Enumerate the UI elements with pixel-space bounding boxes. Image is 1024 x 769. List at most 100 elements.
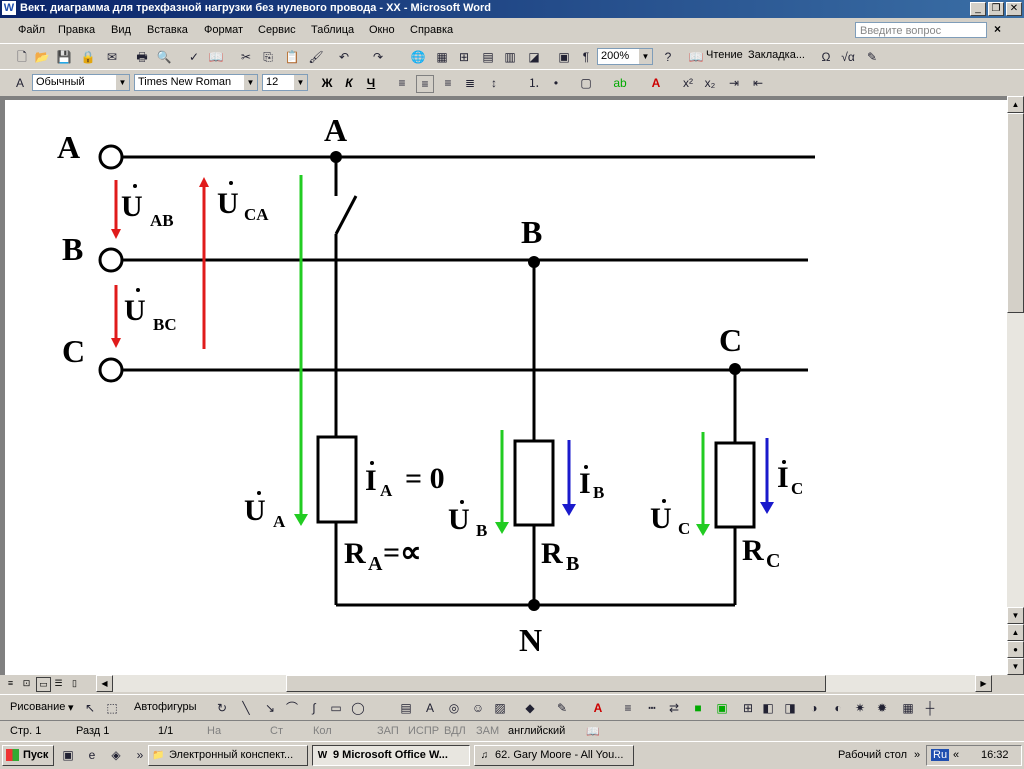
document-page[interactable]: A B C A B C N U AB U BC U CA bbox=[5, 100, 1008, 675]
fill-color-icon[interactable]: ◆ bbox=[525, 701, 535, 715]
oval-tool-icon[interactable]: ◯ bbox=[351, 701, 365, 715]
document-close-icon[interactable]: × bbox=[994, 22, 1002, 36]
line-spacing-icon[interactable]: ↕ bbox=[491, 76, 497, 90]
align-left-icon[interactable]: ≡ bbox=[398, 76, 406, 90]
bold-button[interactable]: Ж bbox=[321, 76, 333, 90]
tables-borders-icon[interactable]: ▦ bbox=[436, 50, 448, 64]
numbering-icon[interactable]: ⒈ bbox=[527, 76, 540, 90]
status-extend[interactable]: ВДЛ bbox=[444, 725, 466, 737]
quicklaunch-app-icon[interactable]: ◈ bbox=[111, 748, 121, 762]
hyperlink-icon[interactable]: 🌐 bbox=[410, 50, 426, 64]
reading-view-icon[interactable]: ▯ bbox=[72, 678, 77, 688]
research-icon[interactable]: 📖 bbox=[208, 50, 224, 64]
menu-window[interactable]: Окно bbox=[369, 24, 395, 36]
start-button[interactable]: Пуск bbox=[2, 745, 54, 766]
brightness-icon[interactable]: ✷ bbox=[854, 701, 866, 715]
desktop-toolbar-label[interactable]: Рабочий стол bbox=[838, 749, 908, 761]
menu-help[interactable]: Справка bbox=[410, 24, 454, 36]
read-button[interactable]: Чтение bbox=[706, 49, 743, 61]
omega-symbol-icon[interactable]: Ω bbox=[821, 50, 831, 64]
print-icon[interactable]: 🖶 bbox=[136, 50, 148, 64]
task-explorer[interactable]: 📁Электронный конспект... bbox=[148, 745, 308, 766]
diagram-icon[interactable]: ◎ bbox=[448, 701, 460, 715]
new-document-icon[interactable]: 🗋 bbox=[17, 50, 27, 64]
copy-icon[interactable]: ⎘ bbox=[263, 50, 273, 64]
increase-indent-icon[interactable]: ⇥ bbox=[728, 76, 740, 90]
next-page-button[interactable]: ▼ bbox=[1007, 658, 1024, 675]
read-icon[interactable]: 📖 bbox=[688, 50, 704, 64]
order-icon[interactable]: ◧ bbox=[762, 701, 774, 715]
scroll-right-button[interactable]: ▶ bbox=[975, 675, 992, 692]
desktop-chevron-icon[interactable]: » bbox=[914, 749, 921, 761]
font-select[interactable]: Times New Roman▼ bbox=[134, 74, 258, 91]
help-icon[interactable]: ? bbox=[664, 50, 672, 64]
insert-table-icon[interactable]: ⊞ bbox=[458, 50, 470, 64]
show-desktop-icon[interactable]: ▣ bbox=[62, 748, 74, 762]
crop-icon[interactable]: ▦ bbox=[902, 701, 914, 715]
3d-style-icon[interactable]: ▣ bbox=[716, 701, 728, 715]
vertical-scroll-thumb[interactable] bbox=[1007, 113, 1024, 313]
dash-style-icon[interactable]: ┅ bbox=[648, 701, 656, 715]
freeform-tool-icon[interactable]: ∫ bbox=[312, 701, 316, 715]
styles-pane-icon[interactable]: A bbox=[15, 76, 24, 90]
clipart-icon[interactable]: ☺ bbox=[471, 701, 485, 715]
minimize-button[interactable]: _ bbox=[970, 2, 986, 16]
redo-icon[interactable]: ↷ bbox=[372, 50, 384, 64]
ask-question-input[interactable]: Введите вопрос bbox=[855, 22, 987, 38]
web-view-icon[interactable]: ⊡ bbox=[22, 678, 31, 688]
shadow-style-icon[interactable]: ■ bbox=[694, 701, 702, 715]
autoshapes-menu-button[interactable]: Автофигуры bbox=[134, 701, 197, 713]
close-button[interactable]: ✕ bbox=[1006, 2, 1022, 16]
decrease-indent-icon[interactable]: ⇤ bbox=[752, 76, 764, 90]
menu-file[interactable]: Файл bbox=[18, 24, 46, 36]
paste-icon[interactable]: 📋 bbox=[284, 50, 300, 64]
horizontal-scroll-thumb[interactable] bbox=[286, 675, 826, 692]
show-hide-icon[interactable]: ¶ bbox=[582, 50, 590, 64]
menu-insert[interactable]: Вставка bbox=[147, 24, 188, 36]
align-right-icon[interactable]: ≡ bbox=[444, 76, 452, 90]
open-icon[interactable]: 📂 bbox=[34, 50, 50, 64]
tray-arrow-icon[interactable]: « bbox=[953, 749, 960, 761]
horizontal-scrollbar[interactable]: ◀ ▶ bbox=[96, 675, 992, 692]
status-record[interactable]: ЗАП bbox=[377, 725, 399, 737]
format-painter-icon[interactable]: 🖌 bbox=[308, 50, 324, 64]
scroll-down-button[interactable]: ▼ bbox=[1007, 607, 1024, 624]
previous-page-button[interactable]: ▲ bbox=[1007, 624, 1024, 641]
quicklaunch-more-icon[interactable]: » bbox=[136, 748, 144, 762]
italic-button[interactable]: К bbox=[345, 76, 353, 90]
contrast-icon[interactable]: ✹ bbox=[876, 701, 888, 715]
equation-icon[interactable]: √α bbox=[841, 50, 855, 64]
wordart-icon[interactable]: A bbox=[425, 701, 434, 715]
scroll-up-button[interactable]: ▲ bbox=[1007, 96, 1024, 113]
align-center-icon[interactable]: ≡ bbox=[416, 75, 434, 93]
internet-explorer-icon[interactable]: e bbox=[88, 748, 96, 762]
highlight-icon[interactable]: ab bbox=[613, 76, 627, 90]
task-player[interactable]: ♫62. Gary Moore - All You... bbox=[474, 745, 634, 766]
select-multiple-icon[interactable]: ⬚ bbox=[106, 701, 118, 715]
bookmark-button[interactable]: Закладка... bbox=[748, 49, 805, 61]
toggle-grid-icon[interactable]: ┼ bbox=[925, 701, 935, 715]
permission-icon[interactable]: 🔒 bbox=[80, 50, 96, 64]
style-select[interactable]: Обычный▼ bbox=[32, 74, 130, 91]
word-app-icon[interactable]: W bbox=[2, 1, 16, 15]
bullets-icon[interactable]: • bbox=[553, 76, 559, 90]
menu-edit[interactable]: Правка bbox=[58, 24, 96, 36]
spelling-status-icon[interactable]: 📖 bbox=[586, 726, 600, 738]
print-layout-icon[interactable]: ▭ bbox=[36, 677, 51, 692]
normal-view-icon[interactable]: ≡ bbox=[7, 678, 14, 688]
insert-object-icon[interactable]: ✎ bbox=[866, 50, 878, 64]
cut-icon[interactable]: ✂ bbox=[240, 50, 252, 64]
align-objects-icon[interactable]: ◨ bbox=[784, 701, 796, 715]
document-map-icon[interactable]: ▣ bbox=[558, 50, 570, 64]
insert-picture-icon[interactable]: ▨ bbox=[494, 701, 506, 715]
insert-excel-icon[interactable]: ▤ bbox=[482, 50, 494, 64]
outline-view-icon[interactable]: ☰ bbox=[54, 678, 63, 688]
borders-icon[interactable]: ▢ bbox=[580, 76, 592, 90]
menu-format[interactable]: Формат bbox=[204, 24, 244, 36]
email-icon[interactable]: ✉ bbox=[106, 50, 118, 64]
menu-tools[interactable]: Сервис bbox=[258, 24, 296, 36]
line-tool-icon[interactable]: ╲ bbox=[242, 701, 250, 715]
save-icon[interactable]: 💾 bbox=[56, 50, 72, 64]
menu-view[interactable]: Вид bbox=[111, 24, 131, 36]
